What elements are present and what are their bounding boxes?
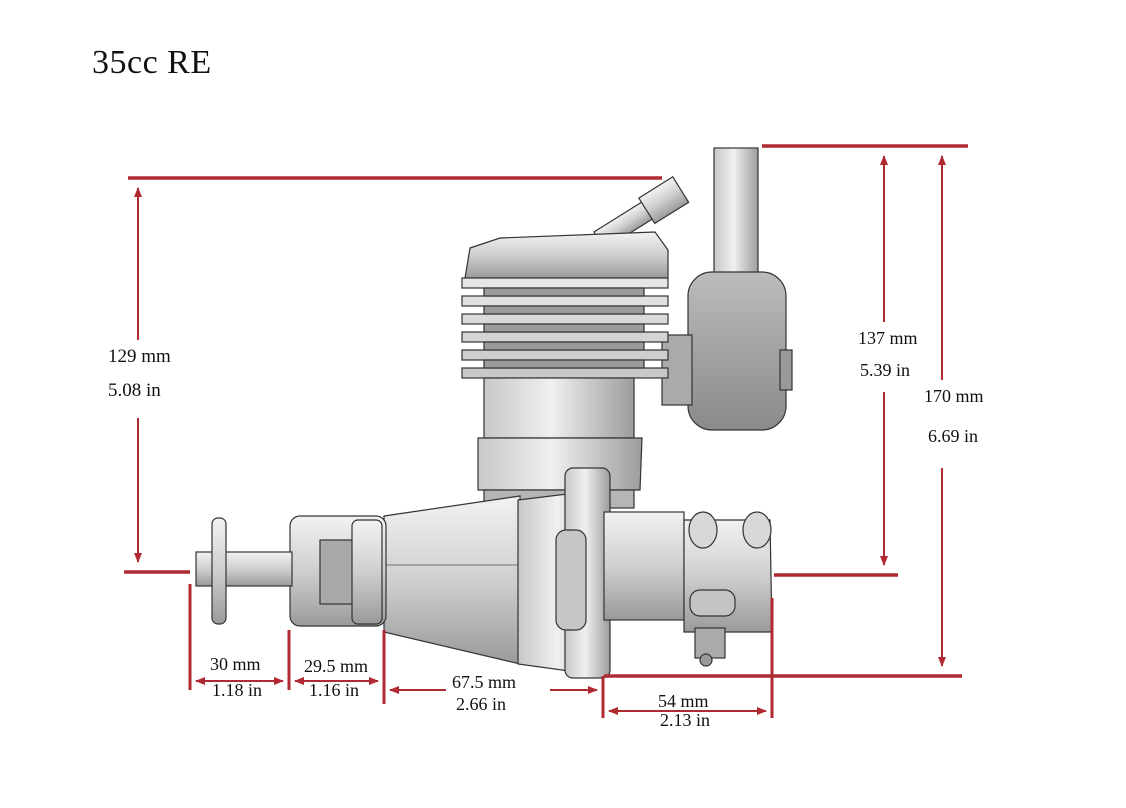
cylinder-body [483, 377, 635, 439]
muffler [687, 271, 787, 431]
dim-129-in: 5.08 in [108, 380, 161, 401]
dim-67-5-mm: 67.5 mm [452, 672, 517, 692]
cylinder-head [464, 231, 669, 279]
dim-30-mm: 30 mm [210, 654, 261, 674]
dim-29-5-mm: 29.5 mm [304, 656, 369, 676]
dim-137-in: 5.39 in [860, 360, 911, 380]
dim-67-5-in: 2.66 in [456, 694, 507, 714]
cooling-fins [461, 277, 669, 379]
page-title: 35cc RE [92, 44, 212, 81]
dim-29-5-in: 1.16 in [309, 680, 360, 700]
dim-30-in: 1.18 in [212, 680, 263, 700]
dim-129-mm: 129 mm [108, 346, 171, 367]
prop-shaft [195, 551, 293, 587]
exhaust-pipe [713, 147, 759, 279]
dim-170-mm: 170 mm [924, 386, 984, 406]
crankcase-cone [383, 495, 521, 665]
engine-illustration [195, 147, 793, 679]
dim-137-mm: 137 mm [858, 328, 918, 348]
dimension-lines [124, 144, 968, 718]
dim-54-mm: 54 mm [658, 691, 709, 711]
rear-housing [603, 511, 685, 621]
shaft-washer [211, 517, 227, 625]
dim-54-in: 2.13 in [660, 710, 711, 730]
dim-170-in: 6.69 in [928, 426, 979, 446]
